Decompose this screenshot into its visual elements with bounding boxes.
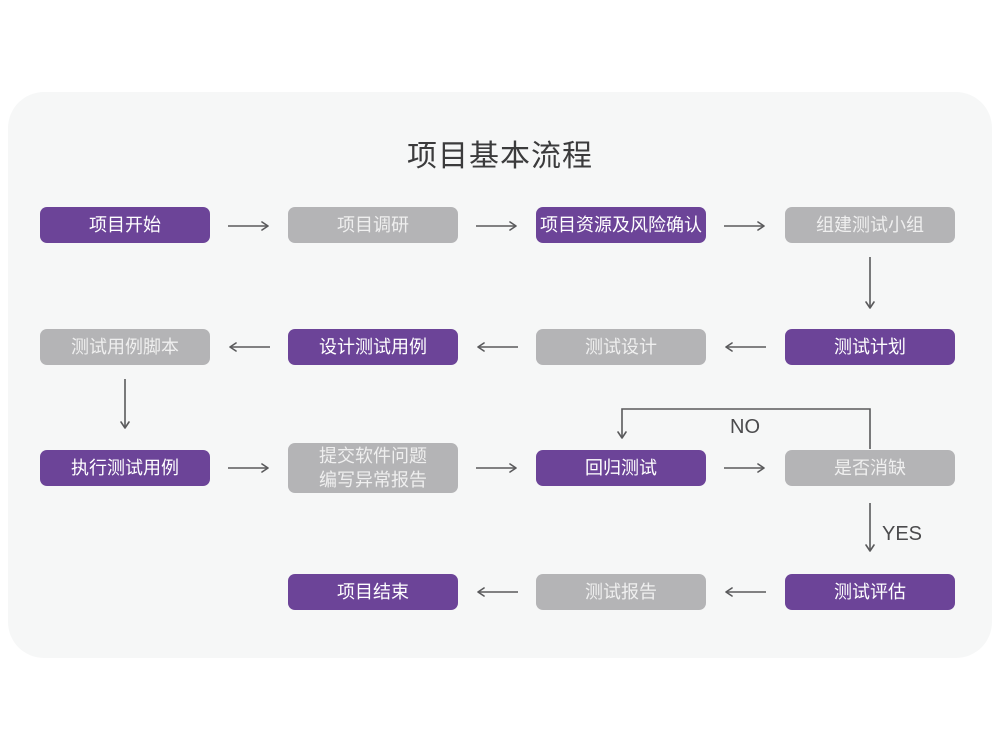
node-label: 组建测试小组: [816, 214, 924, 235]
node-label: 执行测试用例: [71, 457, 179, 478]
node-project-research: 项目调研: [288, 207, 458, 243]
flowchart-card: [8, 92, 992, 658]
node-design-test-case: 设计测试用例: [288, 329, 458, 365]
node-test-evaluation: 测试评估: [785, 574, 955, 610]
node-label: 测试用例脚本: [71, 336, 179, 357]
node-project-end: 项目结束: [288, 574, 458, 610]
node-label: 项目结束: [337, 581, 409, 602]
node-resource-risk-confirm: 项目资源及风险确认: [536, 207, 706, 243]
node-test-report: 测试报告: [536, 574, 706, 610]
node-label: 回归测试: [585, 457, 657, 478]
node-label: 设计测试用例: [319, 336, 427, 357]
node-defect-resolved: 是否消缺: [785, 450, 955, 486]
page-title: 项目基本流程: [407, 140, 593, 173]
node-test-case-script: 测试用例脚本: [40, 329, 210, 365]
node-regression-test: 回归测试: [536, 450, 706, 486]
node-test-design: 测试设计: [536, 329, 706, 365]
node-label-line2: 编写异常报告: [319, 470, 427, 490]
node-label: 是否消缺: [834, 457, 906, 478]
node-label: 测试计划: [834, 336, 906, 357]
node-submit-issue-report: 提交软件问题 编写异常报告: [288, 443, 458, 493]
node-build-test-team: 组建测试小组: [785, 207, 955, 243]
node-project-start: 项目开始: [40, 207, 210, 243]
node-label: 项目开始: [89, 214, 161, 235]
node-label: 项目资源及风险确认: [540, 214, 702, 235]
node-label: 测试评估: [834, 581, 906, 602]
node-label: 测试报告: [585, 581, 657, 602]
node-label-line1: 提交软件问题: [319, 445, 427, 466]
node-execute-test-case: 执行测试用例: [40, 450, 210, 486]
node-label: 测试设计: [585, 336, 657, 357]
node-test-plan: 测试计划: [785, 329, 955, 365]
node-label: 项目调研: [337, 214, 409, 235]
